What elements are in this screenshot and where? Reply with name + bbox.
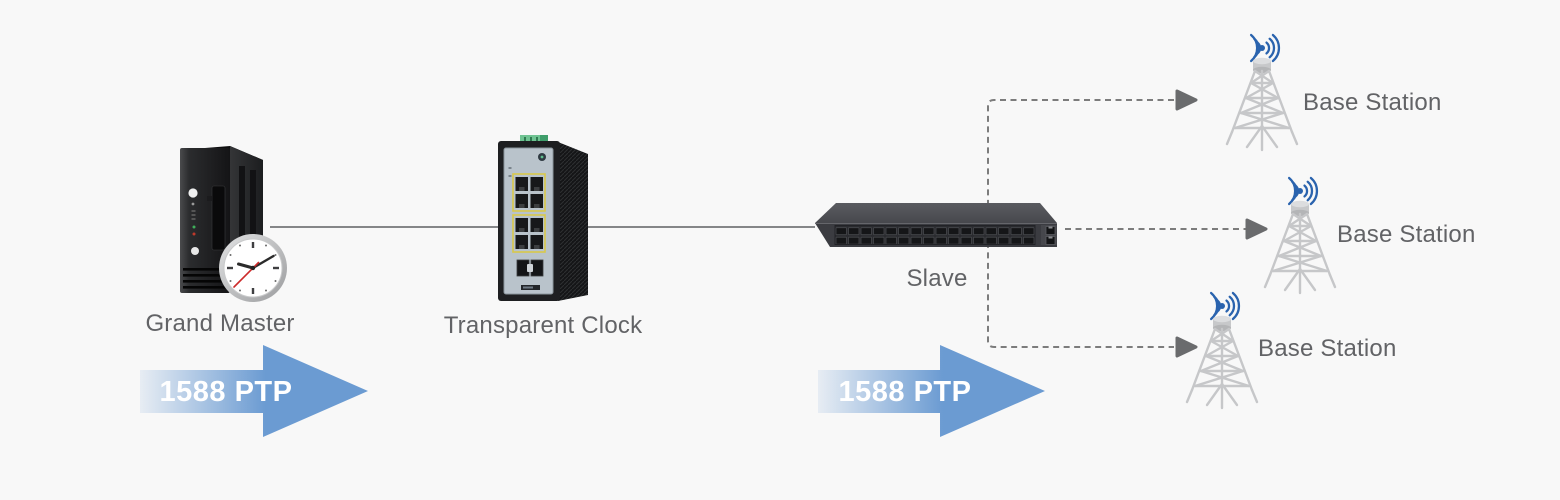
cell-tower-icon	[1225, 33, 1299, 152]
transparent-clock-node	[496, 133, 590, 304]
cell-tower-icon	[1185, 291, 1259, 410]
base-station-1-label: Base Station	[1303, 89, 1442, 116]
arrowhead-icon	[1175, 89, 1198, 111]
industrial-switch-icon	[498, 135, 588, 301]
base-station-2-node	[1262, 171, 1338, 295]
rj45-port-group	[512, 214, 546, 253]
slave-node	[810, 198, 1060, 250]
transparent-clock-label: Transparent Clock	[443, 312, 643, 339]
base-station-2-label: Base Station	[1337, 221, 1476, 248]
rack-switch-icon	[815, 203, 1057, 247]
cell-tower-icon	[1263, 176, 1337, 295]
rj45-port-group	[512, 173, 546, 212]
server-tower-icon	[180, 146, 287, 302]
qsfp-port-array	[835, 225, 1035, 245]
base-station-3-label: Base Station	[1258, 335, 1397, 362]
ptp-flow-2-label: 1588 PTP	[838, 376, 972, 408]
ptp-flow-1-label: 1588 PTP	[159, 376, 293, 408]
base-station-1-node	[1224, 28, 1300, 152]
grand-master-label: Grand Master	[145, 310, 295, 337]
slave-label: Slave	[906, 265, 968, 292]
base-station-3-node	[1184, 286, 1260, 410]
clock-icon	[219, 234, 287, 302]
sfp-slot-icon	[516, 259, 544, 277]
grand-master-node	[175, 144, 292, 305]
